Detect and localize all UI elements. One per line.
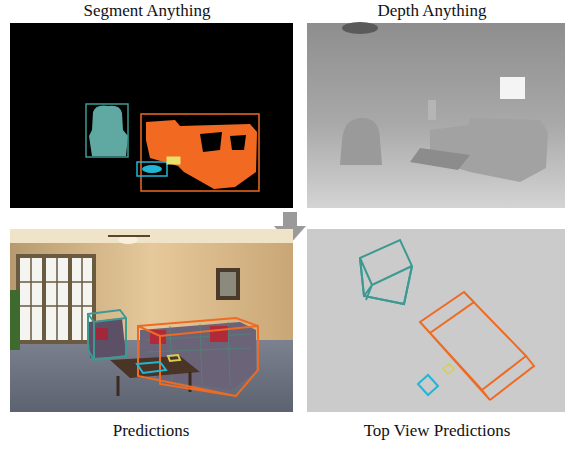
top-view-panel (307, 229, 565, 412)
segmentation-panel (10, 23, 293, 208)
panel-title: Top View Predictions (364, 421, 511, 441)
prediction-photo (10, 229, 293, 412)
panel-title: Segment Anything (83, 1, 210, 21)
panel-title: Predictions (113, 421, 190, 441)
depth-panel (307, 22, 565, 208)
panel-title: Depth Anything (377, 1, 486, 21)
